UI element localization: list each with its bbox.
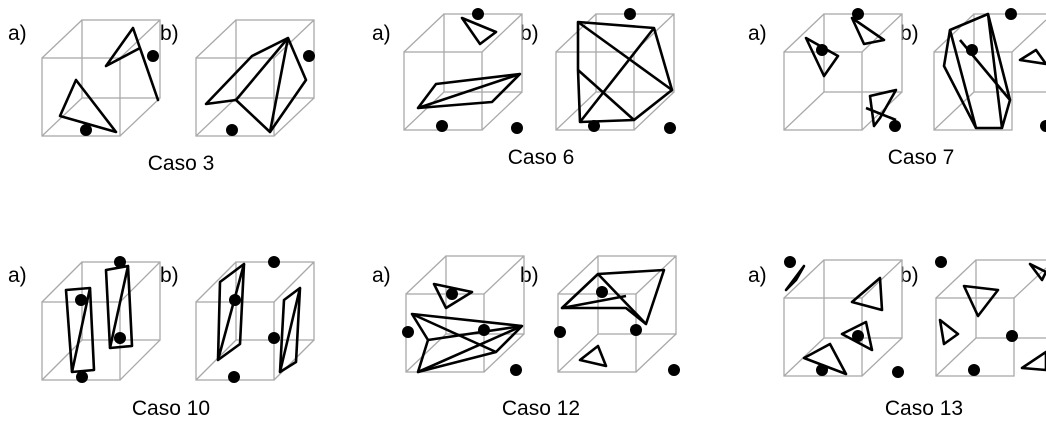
- vertex-dot: [303, 50, 315, 62]
- vertex-dot: [554, 326, 566, 338]
- panel-caso-10-label-a: a): [8, 264, 27, 287]
- quad-poly: [216, 262, 246, 362]
- vertex-dot: [228, 371, 240, 383]
- vertex-dot: [75, 294, 87, 306]
- panel-caso-10-caption: Caso 10: [132, 397, 210, 420]
- triangle-poly: [1028, 262, 1046, 282]
- panel-caso-3-caption: Caso 3: [148, 152, 215, 175]
- triangle-poly: [840, 320, 874, 352]
- panel-caso-6-caption: Caso 6: [508, 146, 575, 169]
- panel-caso-7: a) b): [748, 8, 1046, 169]
- vertex-dot: [229, 294, 241, 306]
- polygon-poly: [560, 268, 666, 326]
- vertex-dot: [511, 122, 523, 134]
- panel-caso-6-label-a: a): [372, 22, 391, 45]
- vertex-dot: [630, 324, 642, 336]
- vertex-dot: [596, 286, 608, 298]
- panel-caso-12-label-b: b): [520, 264, 539, 287]
- panel-caso-13-label-b: b): [900, 264, 919, 287]
- cube-caso-13-a: [783, 256, 904, 378]
- panel-caso-13: a) b): [748, 256, 1046, 420]
- vertex-dot: [588, 120, 600, 132]
- cube-caso-6-a: [403, 8, 523, 134]
- triangle-poly: [850, 16, 886, 46]
- panel-caso-12-label-a: a): [372, 264, 391, 287]
- panel-caso-7-caption: Caso 7: [888, 146, 955, 169]
- vertex-dot: [935, 256, 947, 268]
- triangle-poly: [784, 264, 806, 292]
- vertex-dot: [816, 44, 828, 56]
- panel-caso-6: a) b): [372, 8, 676, 169]
- cube-caso-10-b: [195, 256, 315, 383]
- cube-caso-7-a: [783, 8, 903, 132]
- hexagon-poly: [204, 36, 308, 134]
- vertex-dot: [852, 330, 864, 342]
- cube-caso-7-b: [933, 8, 1046, 132]
- panel-caso-6-label-b: b): [520, 22, 539, 45]
- polygon-poly: [410, 312, 524, 374]
- triangle-poly: [804, 36, 840, 78]
- vertex-dot: [664, 122, 676, 134]
- triangle-poly: [868, 88, 898, 128]
- vertex-dot: [852, 8, 864, 20]
- vertex-dot: [268, 332, 280, 344]
- cube-caso-13-b: [935, 256, 1046, 377]
- cube-caso-10-a: [41, 256, 161, 383]
- vertex-dot: [624, 8, 636, 20]
- cube-caso-3-a: [41, 19, 161, 137]
- vertex-dot: [114, 332, 126, 344]
- vertex-dot: [1040, 120, 1046, 132]
- vertex-dot: [80, 124, 92, 136]
- panel-caso-13-label-a: a): [748, 264, 767, 287]
- quad-poly: [416, 72, 522, 110]
- panel-caso-7-label-b: b): [900, 22, 919, 45]
- vertex-dot: [226, 124, 238, 136]
- vertex-dot: [966, 44, 978, 56]
- vertex-dot: [510, 364, 522, 376]
- panel-caso-7-label-a: a): [748, 22, 767, 45]
- cube-caso-6-b: [555, 8, 676, 134]
- triangle-poly: [58, 78, 118, 134]
- panel-caso-12-caption: Caso 12: [502, 397, 580, 420]
- vertex-dot: [472, 8, 484, 20]
- vertex-dot: [147, 50, 159, 62]
- vertex-dot: [784, 256, 796, 268]
- triangle-poly: [104, 26, 160, 102]
- panel-caso-13-caption: Caso 13: [885, 397, 963, 420]
- triangle-poly: [850, 276, 884, 312]
- panel-caso-3-label-b: b): [160, 22, 179, 45]
- panel-caso-3-label-a: a): [8, 22, 27, 45]
- panel-caso-12: a) b): [372, 255, 680, 420]
- quad-poly: [278, 286, 302, 374]
- triangle-poly: [1018, 48, 1046, 66]
- quad-poly: [64, 286, 96, 374]
- vertex-dot: [1005, 8, 1017, 20]
- cube-caso-12-b: [554, 255, 680, 376]
- vertex-dot: [436, 120, 448, 132]
- panel-caso-10-label-b: b): [160, 264, 179, 287]
- vertex-dot: [892, 366, 904, 378]
- vertex-dot: [114, 256, 126, 268]
- vertex-dot: [816, 364, 828, 376]
- triangle-poly: [1020, 350, 1046, 372]
- triangle-poly: [578, 344, 608, 368]
- panel-caso-3: a) b) Caso 3: [8, 19, 315, 175]
- triangle-poly: [460, 16, 498, 46]
- vertex-dot: [76, 371, 88, 383]
- triangle-poly: [432, 282, 474, 310]
- panel-caso-10: a) b): [8, 256, 315, 420]
- vertex-dot: [889, 120, 901, 132]
- vertex-dot: [402, 326, 414, 338]
- vertex-dot: [478, 324, 490, 336]
- triangle-poly: [962, 284, 1000, 318]
- vertex-dot: [446, 288, 458, 300]
- vertex-dot: [968, 364, 980, 376]
- vertex-dot: [1006, 330, 1018, 342]
- cube-caso-3-b: [195, 19, 315, 137]
- triangle-poly: [938, 318, 960, 346]
- cube-caso-12-a: [402, 255, 525, 376]
- vertex-dot: [668, 364, 680, 376]
- vertex-dot: [268, 256, 280, 268]
